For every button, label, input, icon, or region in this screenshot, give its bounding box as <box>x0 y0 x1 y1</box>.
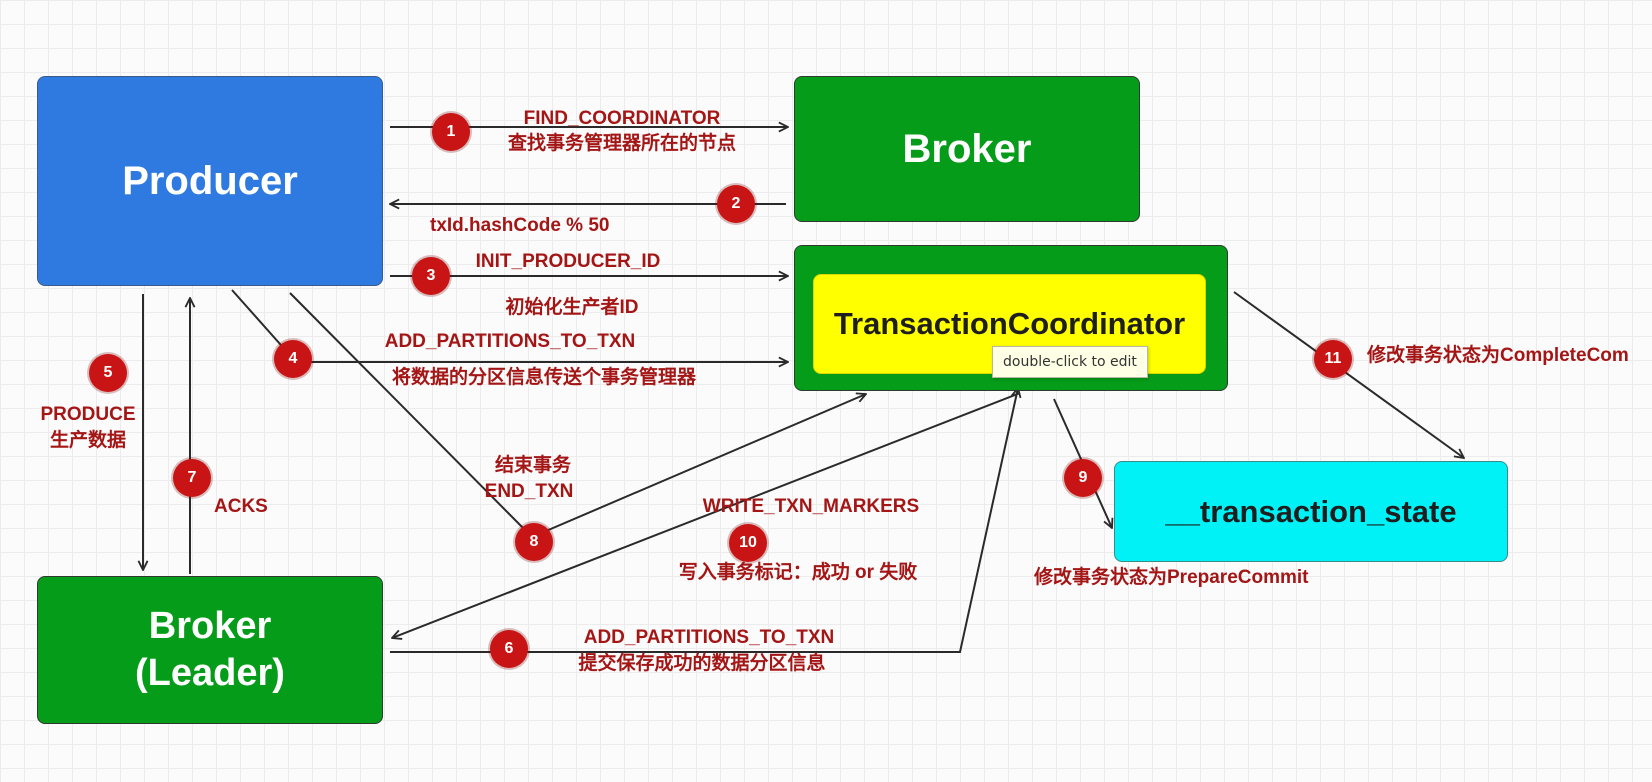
step-badge-10: 10 <box>729 524 767 562</box>
step-11-label: 修改事务状态为CompleteCom <box>1367 345 1629 366</box>
step-5-label: PRODUCE <box>40 404 136 425</box>
arrow-end-txn <box>531 394 866 538</box>
transaction-state-node[interactable]: __transaction_state <box>1114 461 1508 562</box>
arrow-complete-commit <box>1233 291 1464 458</box>
transaction-coordinator-label: TransactionCoordinator <box>833 306 1186 341</box>
step-10-sublabel: 写入事务标记：成功 or 失败 <box>678 562 918 583</box>
arrow-commit-partitions <box>390 388 1018 653</box>
step-badge-5: 5 <box>89 354 127 392</box>
step-7-label: ACKS <box>214 496 268 517</box>
broker-leader-sublabel: (Leader) <box>135 652 285 694</box>
broker-leader-label: Broker <box>148 604 272 647</box>
step-6-label: ADD_PARTITIONS_TO_TXN <box>583 627 835 648</box>
broker-node[interactable]: Broker <box>794 76 1140 222</box>
step-badge-3: 3 <box>412 257 450 295</box>
transaction-state-label: __transaction_state <box>1165 493 1457 529</box>
step-10-label: WRITE_TXN_MARKERS <box>702 496 920 517</box>
arrow-end-txn-connector <box>289 292 533 538</box>
step-6-sublabel: 提交保存成功的数据分区信息 <box>578 653 826 674</box>
step-9-label: 修改事务状态为PrepareCommit <box>1034 567 1309 588</box>
step-badge-2: 2 <box>717 185 755 223</box>
step-badge-9: 9 <box>1064 459 1102 497</box>
step-8-sublabel: END_TXN <box>484 481 574 502</box>
step-5-sublabel: 生产数据 <box>49 430 127 451</box>
step-badge-8: 8 <box>515 523 553 561</box>
broker-label: Broker <box>902 126 1032 171</box>
step-8-label: 结束事务 <box>494 455 572 476</box>
producer-label: Producer <box>122 158 298 203</box>
step-badge-11: 11 <box>1314 340 1352 378</box>
producer-node[interactable]: Producer <box>37 76 383 286</box>
arrow-write-txn-markers <box>392 392 1021 638</box>
edit-tooltip: double-click to edit <box>992 346 1148 378</box>
step-3-label: INIT_PRODUCER_ID <box>475 251 661 272</box>
step-badge-7: 7 <box>173 459 211 497</box>
step-badge-6: 6 <box>490 630 528 668</box>
step-badge-4: 4 <box>274 340 312 378</box>
broker-leader-node[interactable]: Broker (Leader) <box>37 576 383 724</box>
step-2-label: txId.hashCode % 50 <box>430 215 610 236</box>
step-badge-1: 1 <box>432 113 470 151</box>
step-1-label: FIND_COORDINATOR <box>523 108 721 129</box>
step-4-sublabel: 将数据的分区信息传送个事务管理器 <box>391 367 697 388</box>
step-1-sublabel: 查找事务管理器所在的节点 <box>507 133 737 154</box>
step-3-sublabel: 初始化生产者ID <box>505 297 639 318</box>
step-4-label: ADD_PARTITIONS_TO_TXN <box>384 331 636 352</box>
